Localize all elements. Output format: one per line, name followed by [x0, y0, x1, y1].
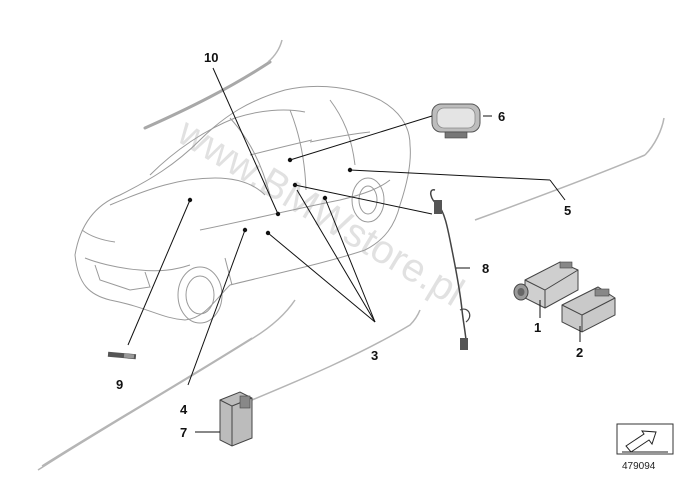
dot-9: [187, 197, 193, 203]
callout-8: 8: [482, 261, 489, 276]
reference-number: 479094: [622, 461, 656, 472]
callout-5: 5: [564, 203, 571, 218]
callout-4: 4: [180, 402, 188, 417]
dot-6: [287, 157, 293, 163]
dot-5: [347, 167, 353, 173]
part-8-cable-harness: [430, 189, 471, 350]
part-4-trim-strip: [37, 299, 296, 471]
callout-2: 2: [576, 345, 583, 360]
part-10-trim-strip: [143, 39, 283, 130]
part-5-trim-strip: [474, 117, 665, 221]
dot-4: [242, 227, 248, 233]
part-1-sensor: [513, 261, 579, 309]
callout-10: 10: [204, 50, 218, 65]
part-7-cable: [251, 309, 421, 401]
callout-1: 1: [534, 320, 541, 335]
part-6-light-unit: [431, 103, 481, 139]
dot-10: [275, 211, 281, 217]
dot-3b: [322, 195, 328, 201]
car-outline: [74, 85, 411, 324]
dot-3a: [265, 230, 271, 236]
callout-9: 9: [116, 377, 123, 392]
dot-8: [292, 182, 298, 188]
part-7-control-unit: [219, 391, 253, 447]
part-2-sensor: [561, 286, 616, 333]
callout-3: 3: [371, 348, 378, 363]
callout-6: 6: [498, 109, 505, 124]
part-9-clip: [107, 351, 137, 360]
reference-box: 479094: [616, 423, 674, 472]
leader-lines: [127, 67, 581, 433]
callout-7: 7: [180, 425, 187, 440]
arrow-box-icon: [622, 430, 668, 453]
